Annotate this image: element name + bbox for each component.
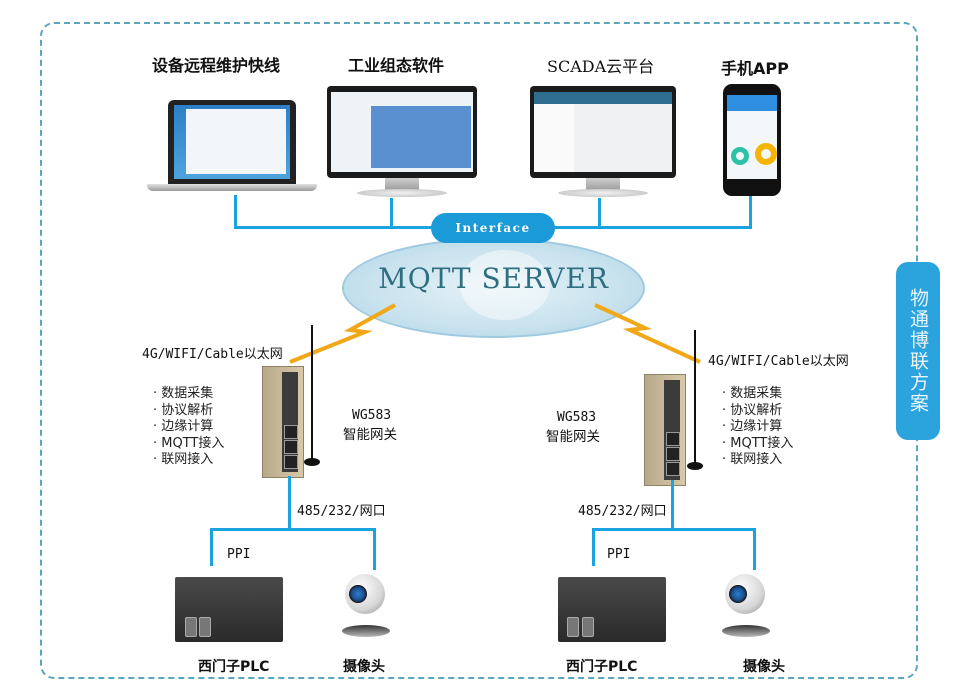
wire-phone — [749, 196, 752, 229]
mqtt-server-cloud — [342, 238, 645, 338]
gateway-right-name: 智能网关 — [546, 429, 600, 445]
gateway-right-model: WG583 — [557, 410, 597, 425]
solution-side-tab: 物通博联方案 — [896, 262, 940, 440]
gateway-right-feature-list: 数据采集 协议解析 边缘计算 MQTT接入 联网接入 — [722, 386, 793, 469]
plc-left-label: 西门子PLC — [198, 659, 270, 675]
client-title-scada-config: 工业组态软件 — [348, 56, 445, 75]
feature-item: 联网接入 — [722, 452, 793, 469]
gateway-right-bus-label: 485/232/网口 — [578, 504, 667, 519]
feature-item: 协议解析 — [153, 403, 224, 420]
feature-item: 边缘计算 — [722, 419, 793, 436]
gateway-left-feature-list: 数据采集 协议解析 边缘计算 MQTT接入 联网接入 — [153, 386, 224, 469]
wireless-link-right-icon — [594, 303, 701, 364]
wire-camera-left — [373, 528, 376, 570]
gateway-right-link-label: 4G/WIFI/Cable以太网 — [708, 354, 849, 369]
feature-item: 协议解析 — [722, 403, 793, 420]
plc-right-label: 西门子PLC — [566, 659, 638, 675]
gateway-left-model: WG583 — [352, 408, 392, 423]
feature-item: MQTT接入 — [722, 436, 793, 453]
plc-right-link-label: PPI — [607, 547, 631, 562]
plc-left-link-label: PPI — [227, 547, 251, 562]
wire-plc-left — [210, 528, 213, 566]
feature-item: 数据采集 — [722, 386, 793, 403]
wire-gateway-left-down — [288, 476, 291, 528]
mqtt-server-label: MQTT SERVER — [378, 262, 609, 295]
wire-gateway-right-bus — [592, 528, 755, 531]
gateway-left-bus-label: 485/232/网口 — [297, 504, 386, 519]
client-title-remote-maintenance: 设备远程维护快线 — [152, 56, 281, 75]
wire-plc-right — [592, 528, 595, 566]
wire-camera-right — [753, 528, 756, 570]
client-title-scada-cloud: SCADA云平台 — [547, 57, 655, 76]
wire-gateway-left-bus — [210, 528, 375, 531]
camera-left-label: 摄像头 — [343, 659, 385, 675]
gateway-left-link-label: 4G/WIFI/Cable以太网 — [142, 347, 283, 362]
feature-item: 数据采集 — [153, 386, 224, 403]
gateway-left-name: 智能网关 — [343, 427, 397, 443]
feature-item: 边缘计算 — [153, 419, 224, 436]
interface-badge: Interface — [431, 213, 555, 243]
feature-item: 联网接入 — [153, 452, 224, 469]
wire-laptop — [234, 195, 237, 229]
client-title-mobile-app: 手机APP — [721, 59, 789, 78]
camera-right-label: 摄像头 — [743, 659, 785, 675]
wireless-link-left-icon — [289, 303, 396, 364]
cloud-highlight — [460, 250, 550, 320]
wire-monitor-2 — [598, 198, 601, 229]
side-tab-label: 物通博联方案 — [907, 288, 929, 414]
feature-item: MQTT接入 — [153, 436, 224, 453]
wire-monitor-1 — [390, 198, 393, 229]
interface-label: Interface — [455, 221, 531, 235]
wire-gateway-right-down — [671, 480, 674, 528]
